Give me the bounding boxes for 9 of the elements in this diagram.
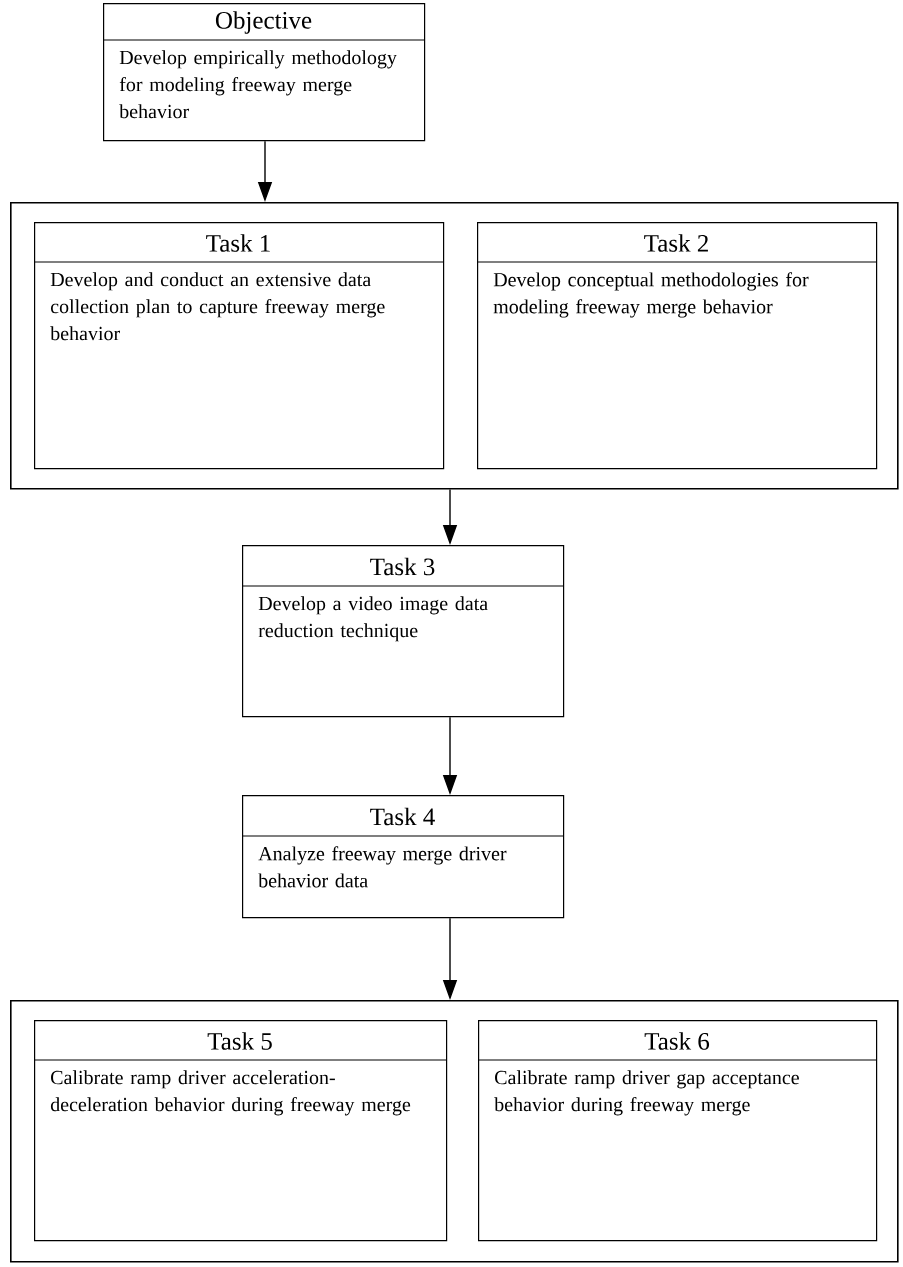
task-box: Objective Develop empirically methodology for modeling freeway merge behavior bbox=[102, 3, 426, 142]
group-box bbox=[10, 202, 899, 490]
task-box: Task 2 Develop conceptual methodologies for modeling freeway merge behavior bbox=[476, 222, 878, 470]
task-box: Task 6 Calibrate ramp driver gap acceptance behavior during freeway merge bbox=[477, 1020, 878, 1242]
task-box: Task 5 Calibrate ramp driver acceleration-deceleration behavior during freeway merge bbox=[33, 1020, 448, 1242]
task-box: Task 3 Develop a video image data reduction technique bbox=[241, 545, 565, 718]
group-box bbox=[10, 1000, 899, 1263]
task-box: Task 1 Develop and conduct an extensive data collection plan to capture freeway merge behavior bbox=[33, 222, 445, 470]
task-box: Task 4 Analyze freeway merge driver behavior data bbox=[241, 795, 565, 919]
